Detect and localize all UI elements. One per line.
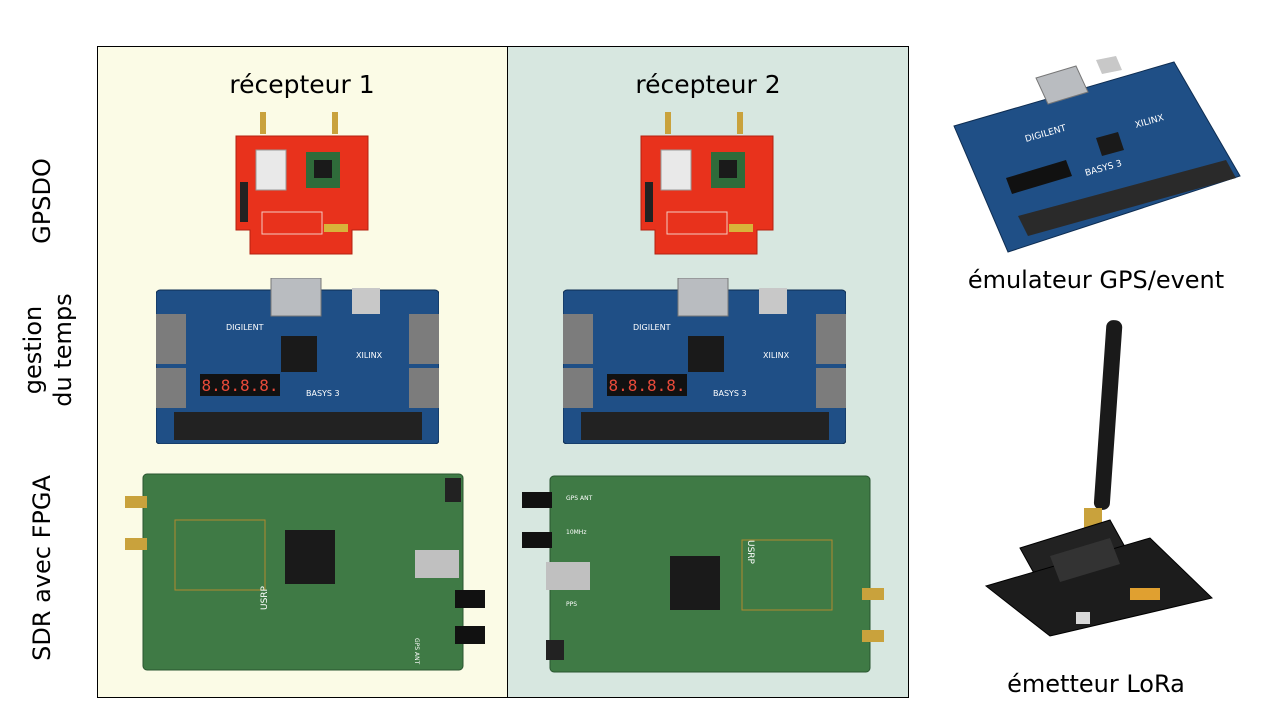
receiver1-title: récepteur 1 <box>229 70 375 99</box>
usrp-brand-label: USRP <box>260 585 270 610</box>
gpsdo-board-receiver1 <box>235 112 369 255</box>
row-label-sdr: SDR avec FPGA <box>28 475 56 661</box>
basys3-display-digits: 8.8.8.8. <box>201 376 278 395</box>
basys3-brand-label: DIGILENT <box>226 323 264 332</box>
receiver2-title: récepteur 2 <box>635 70 781 99</box>
usrp-gps-port-label: GPS ANT <box>413 638 420 665</box>
lora-caption: émetteur LoRa <box>1007 670 1185 698</box>
basys3-board-receiver1: 8.8.8.8. DIGILENT XILINX BASYS 3 <box>156 278 439 444</box>
lora-transmitter <box>984 320 1214 637</box>
usrp-brand-label: USRP <box>745 540 755 565</box>
basys3-display-digits: 8.8.8.8. <box>608 376 685 395</box>
usrp-gps-port-label: GPS ANT <box>566 495 593 502</box>
basys3-model-label: BASYS 3 <box>306 389 340 398</box>
row-label-timing: gestion du temps <box>18 293 78 406</box>
basys3-vendor-label: XILINX <box>356 351 383 360</box>
usrp-10mhz-port-label: 10MHz <box>566 529 586 536</box>
basys3-brand-label: DIGILENT <box>633 323 671 332</box>
usrp-pps-port-label: PPS <box>566 601 577 608</box>
emulator-caption: émulateur GPS/event <box>967 266 1225 294</box>
usrp-board-receiver1: USRP GPS ANT <box>125 473 485 671</box>
row-label-timing-line1: gestion <box>19 305 47 395</box>
gpsdo-board-receiver2 <box>640 112 774 255</box>
emulator-board: DIGILENT XILINX BASYS 3 <box>953 56 1241 253</box>
row-label-gpsdo: GPSDO <box>28 158 56 244</box>
basys3-model-label: BASYS 3 <box>713 389 747 398</box>
usrp-board-receiver2: USRP GPS ANT 10MHz PPS <box>522 475 884 673</box>
basys3-vendor-label: XILINX <box>763 351 790 360</box>
basys3-board-receiver2: 8.8.8.8. DIGILENT XILINX BASYS 3 <box>563 278 846 444</box>
row-label-timing-line2: du temps <box>49 293 77 407</box>
